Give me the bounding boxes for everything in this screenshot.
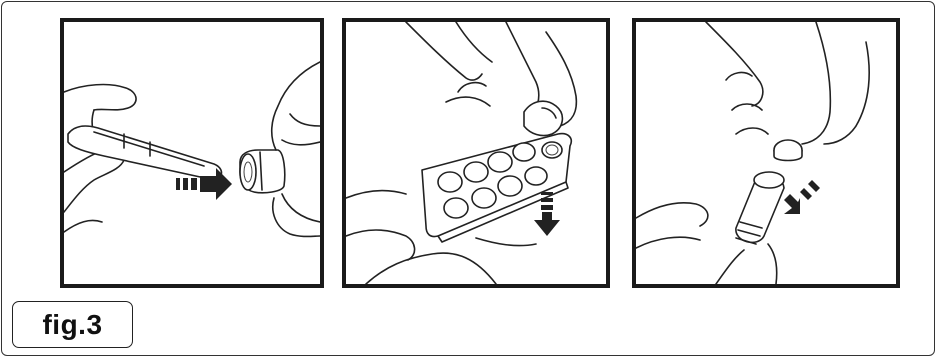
panel-blister-pack bbox=[342, 18, 610, 288]
arrow-down-left-icon bbox=[784, 180, 820, 214]
insert-tablet-into-holder-icon bbox=[636, 22, 896, 284]
arrow-down-icon bbox=[534, 192, 560, 236]
panel-remove-cap bbox=[60, 18, 324, 288]
figure-label: fig.3 bbox=[12, 301, 133, 348]
panel-insert-tablet bbox=[632, 18, 900, 288]
push-tablet-from-blister-icon bbox=[346, 22, 606, 284]
remove-cap-icon bbox=[64, 22, 320, 284]
